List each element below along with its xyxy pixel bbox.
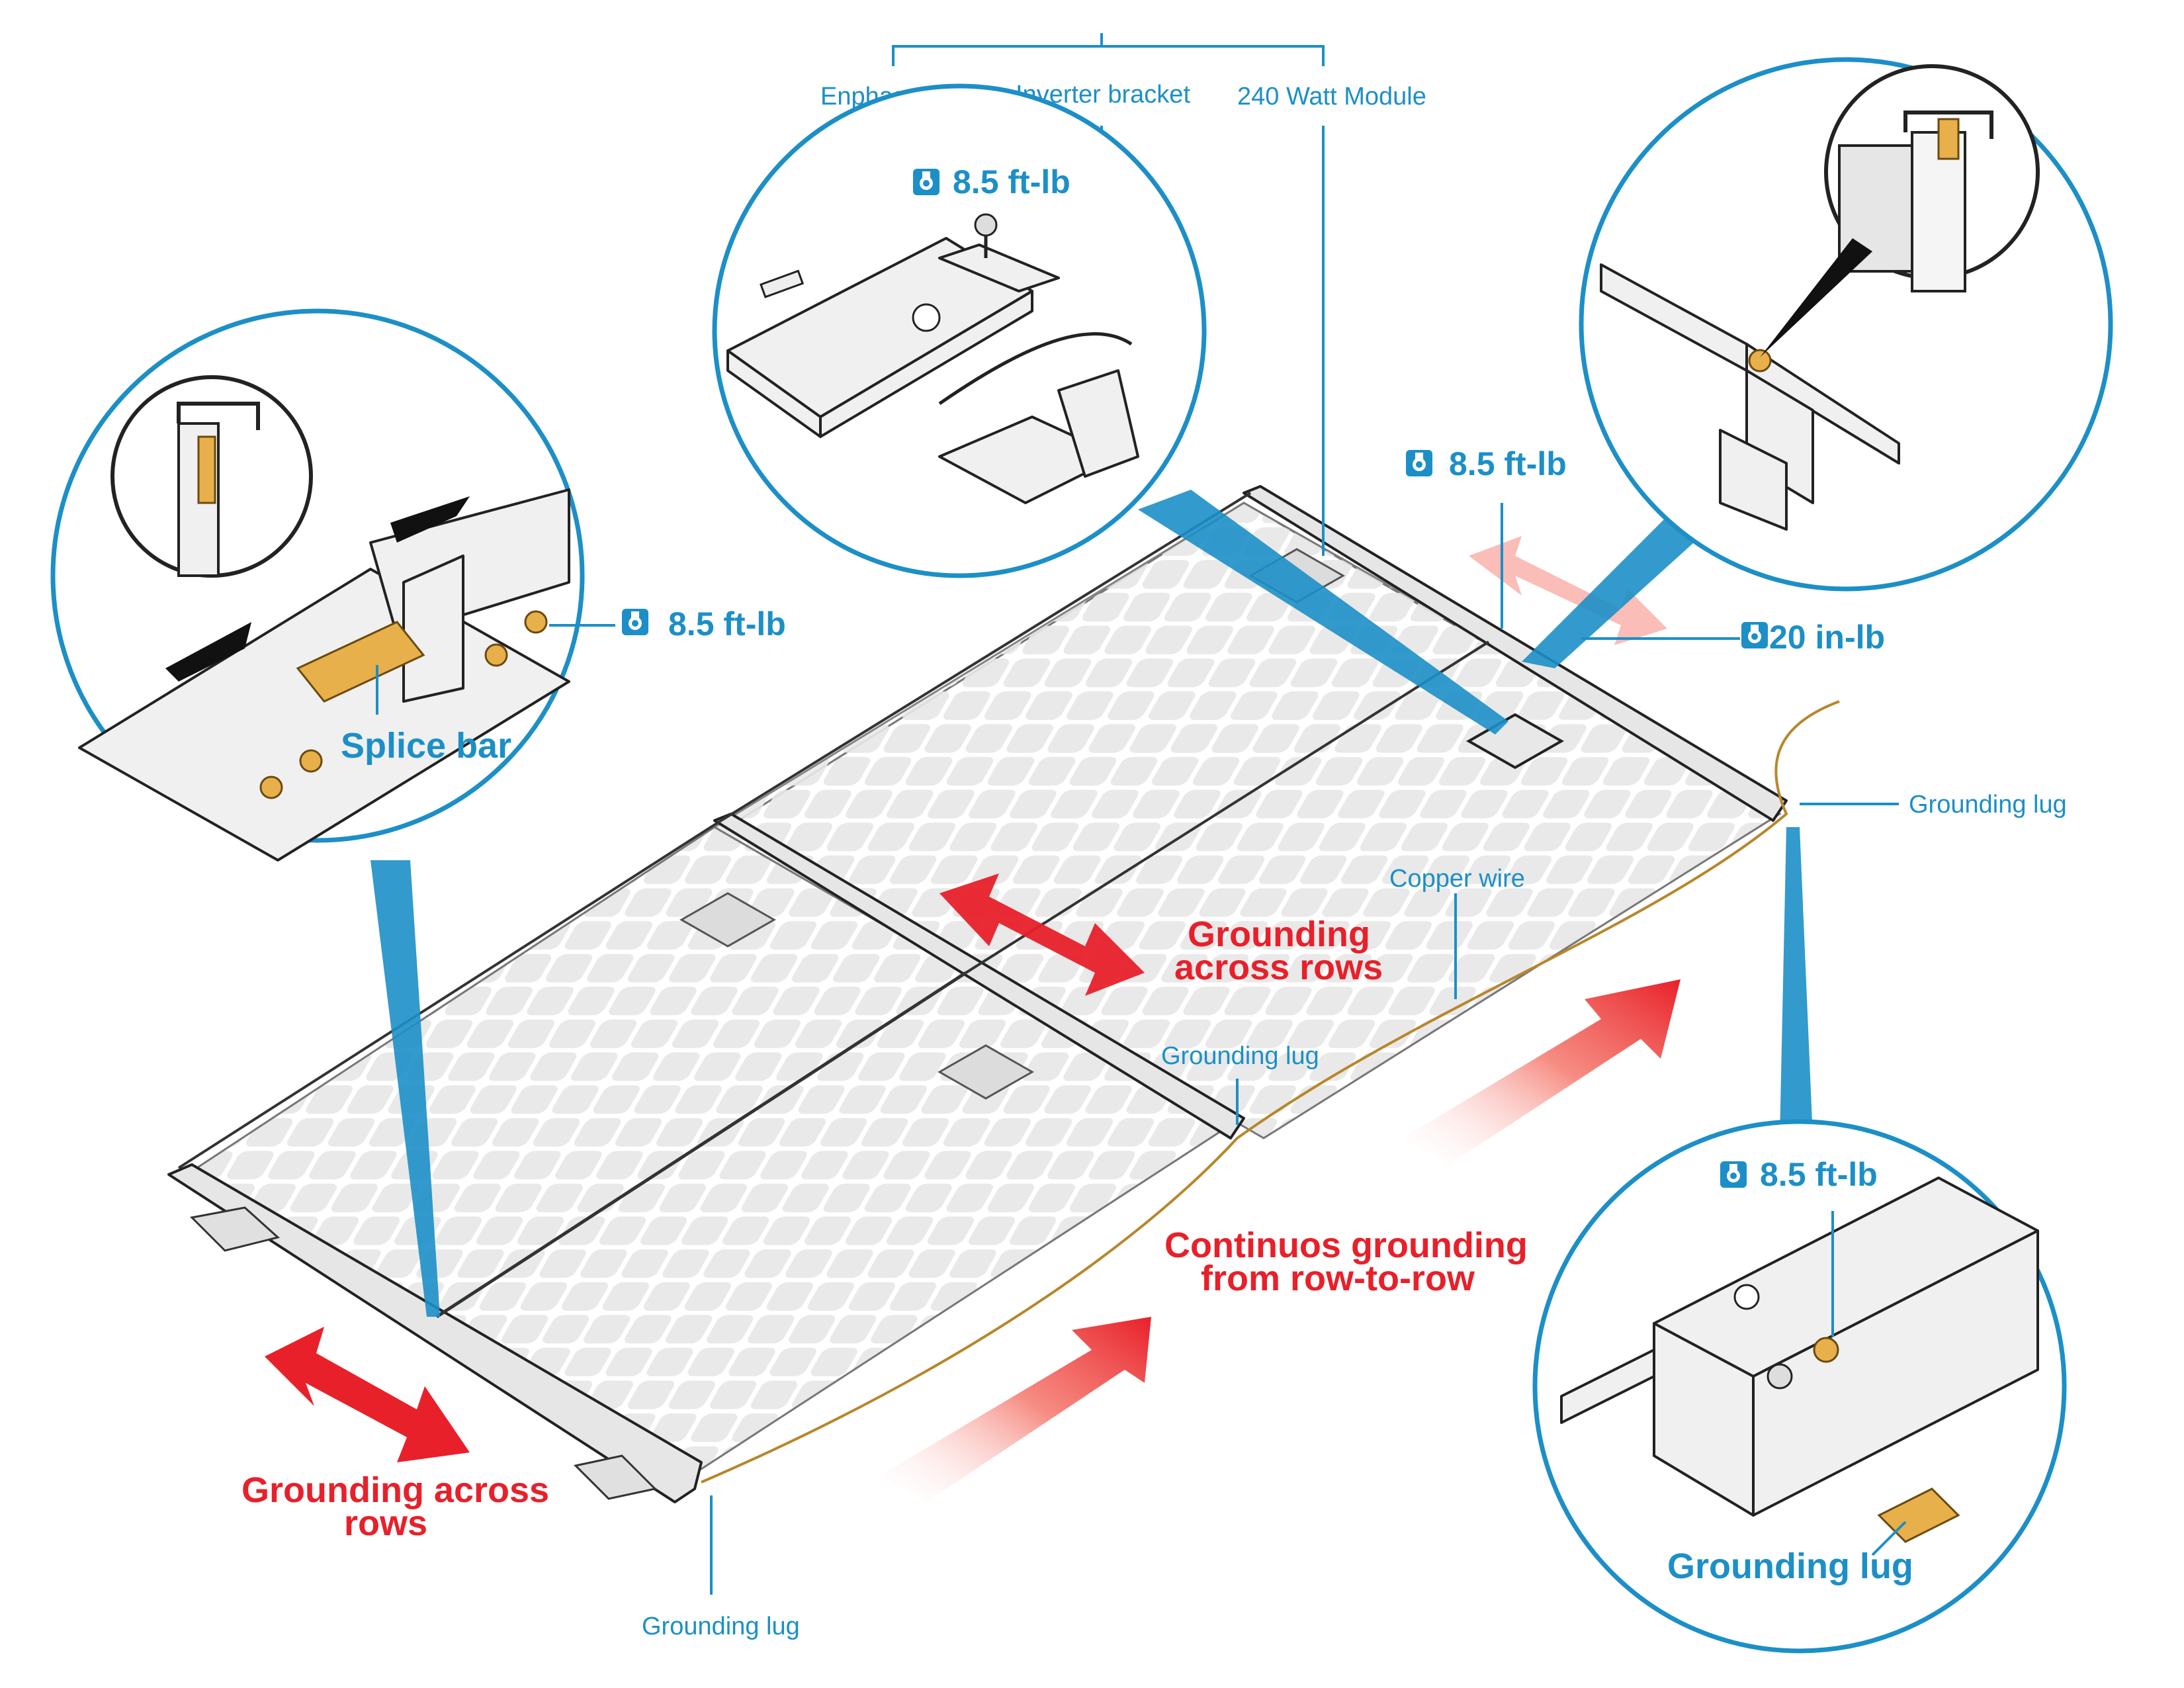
arrow-across-rows-mid	[939, 873, 1145, 996]
rail-front-bottom	[167, 1163, 703, 1503]
label-splice-bar: Splice bar	[341, 726, 511, 766]
torque-wrench-icon	[622, 609, 648, 635]
label-module: 240 Watt Module	[1237, 83, 1426, 111]
callout-across-rows-left-2: rows	[344, 1503, 427, 1543]
microinverter-2	[937, 1044, 1035, 1100]
detail-splice-circle: Splice bar	[50, 308, 585, 1317]
torque-splice: 8.5 ft-lb	[668, 605, 786, 643]
torque-wrench-icon	[1741, 622, 1768, 648]
lug-illustration	[1560, 1177, 2039, 1543]
rail-splice-line	[435, 971, 967, 1319]
label-grounding-lug-mid: Grounding lug	[1161, 1042, 1319, 1070]
grounding-arrows	[265, 536, 1681, 1502]
rail-back-top	[1243, 485, 1788, 822]
splice-inset	[110, 375, 313, 578]
splice-bar-shape	[296, 621, 425, 703]
solar-array	[167, 485, 1840, 1503]
detail-clamp-circle	[1522, 57, 2113, 668]
label-grounding-lug-right: Grounding lug	[1909, 791, 2067, 819]
callout-across-rows-mid-1: Grounding	[1188, 914, 1370, 954]
splice-illustration	[78, 375, 570, 862]
rail-back-divider	[965, 641, 1490, 974]
torque-clamp: 20 in-lb	[1769, 619, 1885, 656]
splice-arrow-lower	[165, 622, 251, 682]
callout-continuous-2: from row-to-row	[1201, 1259, 1475, 1298]
clamp-illustration	[1600, 64, 2040, 531]
arrow-row-to-row-lower	[880, 1317, 1151, 1502]
label-grounding-lug-detail: Grounding lug	[1667, 1546, 1913, 1586]
foot-bracket-left	[189, 1206, 281, 1252]
callout-across-rows-left-1: Grounding across	[241, 1470, 549, 1510]
beam-lug	[1780, 827, 1813, 1138]
foot-bracket-bottom	[573, 1454, 658, 1500]
beam-splice	[371, 860, 440, 1317]
detail-inverter-circle: 8.5 ft-lb	[712, 83, 1508, 734]
torque-lug-detail: 8.5 ft-lb	[1760, 1156, 1878, 1193]
clamp-inset	[1824, 64, 2040, 292]
callout-continuous-1: Continuos grounding	[1164, 1225, 1528, 1265]
rail-front-mid	[713, 813, 1245, 1139]
inverter-illustration	[726, 213, 1139, 504]
rail-back-edge	[720, 492, 1252, 822]
beam-inverter	[1138, 490, 1508, 734]
arrow-top-right-faded	[1469, 536, 1667, 645]
torque-wrench-icon	[1406, 450, 1432, 476]
clamp-pointer	[1760, 238, 1872, 357]
torque-wrench-icon	[913, 169, 939, 195]
torque-wrench-icon	[1720, 1161, 1747, 1188]
arrow-across-rows-left	[265, 1327, 470, 1462]
screw-inverter	[974, 213, 998, 258]
torque-rail-top: 8.5 ft-lb	[1449, 445, 1567, 482]
detail-lug-circle: 8.5 ft-lb Grounding lug	[1532, 827, 2067, 1654]
rail-left-edge	[177, 819, 722, 1169]
torque-inverter: 8.5 ft-lb	[953, 163, 1070, 200]
splice-arrow-upper	[390, 496, 470, 543]
arrow-row-to-row-upper	[1403, 979, 1681, 1165]
label-grounding-lug-bottom: Grounding lug	[642, 1613, 800, 1640]
label-copper-wire: Copper wire	[1389, 865, 1525, 893]
beam-clamp	[1522, 516, 1694, 668]
copper-wire	[701, 700, 1840, 1484]
callout-across-rows-mid-2: across rows	[1174, 948, 1383, 987]
microinverter-1	[679, 892, 777, 948]
